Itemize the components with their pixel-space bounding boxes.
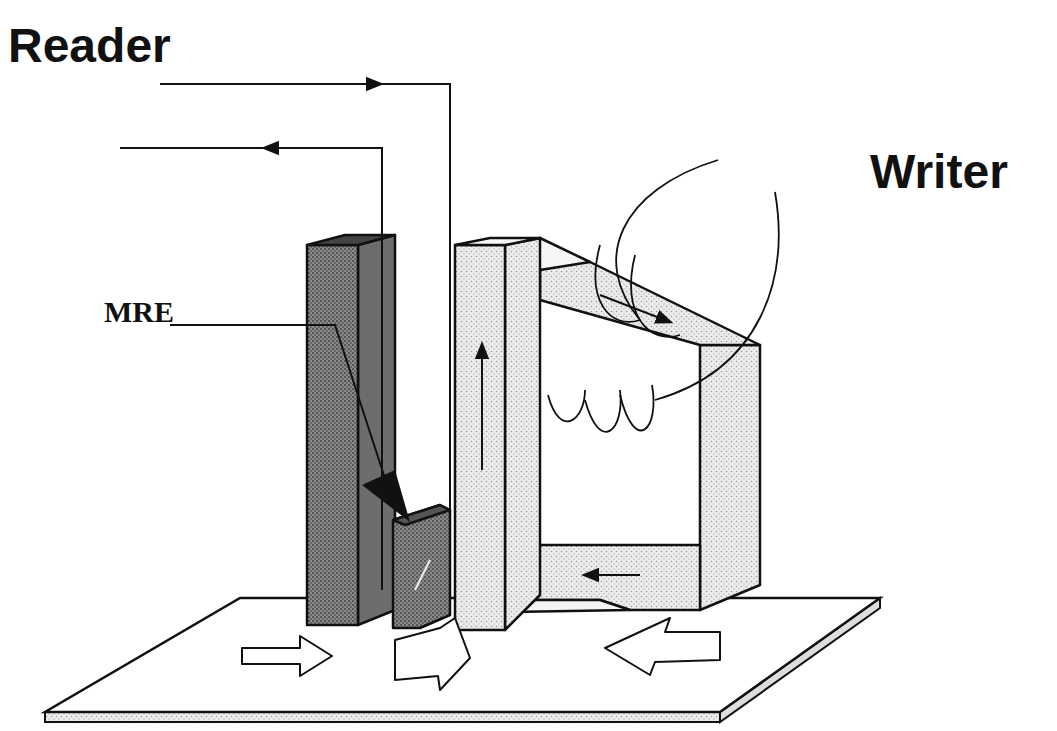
part-label: MRE [104, 297, 174, 327]
leader-line [170, 325, 410, 522]
coil-winding [548, 160, 779, 432]
flux-arrow [482, 295, 665, 575]
magnetization-arrow [242, 618, 720, 690]
part-label: Writer [870, 148, 1008, 196]
mre-element [393, 505, 450, 628]
writer-yoke [455, 238, 760, 630]
reader-lead [120, 84, 450, 610]
part-label: Reader [8, 22, 171, 70]
